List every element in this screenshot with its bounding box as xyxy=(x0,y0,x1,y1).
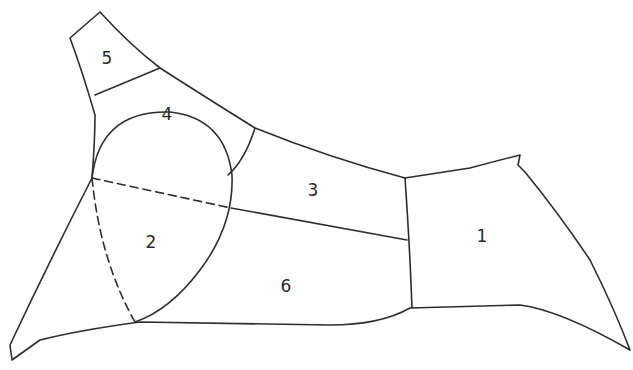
callout-number: 1 xyxy=(477,228,488,245)
cut-line xyxy=(228,128,255,175)
cut-line xyxy=(92,112,232,322)
callout-number: 2 xyxy=(146,234,157,251)
dashed-cut-line xyxy=(92,178,135,322)
dashed-cut-line xyxy=(92,178,231,208)
cut-line xyxy=(231,208,407,240)
callout-number: 5 xyxy=(102,50,113,67)
cut-line xyxy=(405,178,412,308)
callout-number: 4 xyxy=(162,106,173,123)
callout-number: 6 xyxy=(281,278,292,295)
cut-line xyxy=(95,68,160,95)
callout-number: 3 xyxy=(308,182,319,199)
outer-outline xyxy=(10,12,630,360)
